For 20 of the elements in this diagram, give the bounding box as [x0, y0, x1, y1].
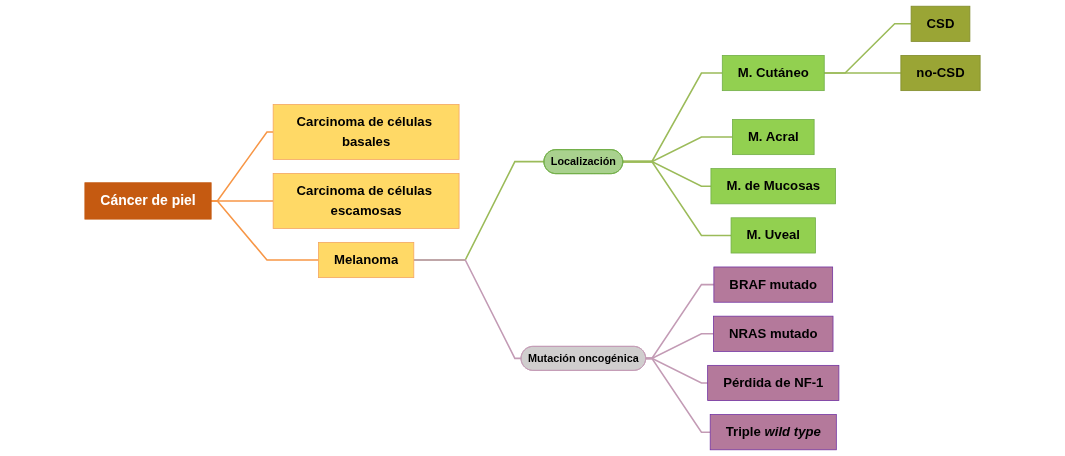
connector: [823, 23, 912, 74]
node-box: Melanoma: [318, 242, 415, 278]
connector: [413, 259, 522, 360]
connector: [622, 160, 732, 237]
node-box: BRAF mutado: [713, 266, 834, 303]
node-box: M. Uveal: [730, 217, 816, 254]
node-box: Carcinoma de células escamosas: [272, 173, 460, 229]
node-box: Pérdida de NF-1: [707, 364, 840, 401]
node-box: CSD: [910, 5, 971, 42]
node-box: no-CSD: [900, 55, 981, 92]
connector: [823, 72, 902, 74]
node-box: Carcinoma de células basales: [272, 104, 460, 160]
node-box: Triple wild type: [709, 414, 837, 451]
node-box: M. Acral: [732, 119, 815, 156]
node-box: Cáncer de piel: [84, 182, 212, 220]
connector: [644, 357, 711, 433]
node-box: M. Cutáneo: [721, 55, 825, 92]
node-box: M. de Mucosas: [710, 168, 836, 205]
node-box: NRAS mutado: [713, 315, 834, 352]
connector: [210, 200, 320, 261]
